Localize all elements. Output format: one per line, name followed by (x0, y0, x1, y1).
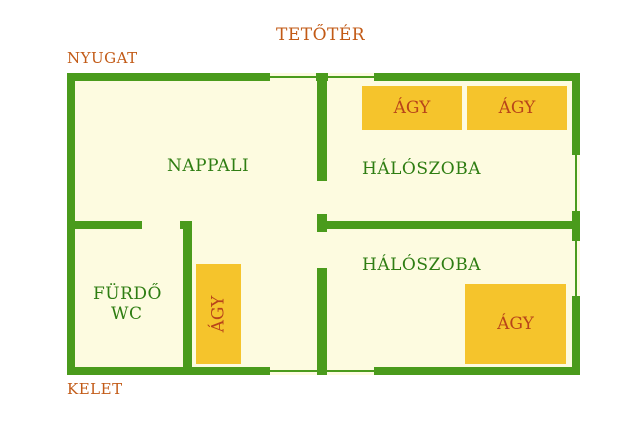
wall-living-bedroom-upper (317, 73, 327, 181)
wall-bottom-right (374, 367, 580, 375)
room-bedroom-top-label: HÁLÓSZOBA (362, 159, 481, 179)
wall-right-lower (572, 296, 580, 375)
bed-top-left: ÁGY (362, 86, 462, 130)
wall-bath-right (183, 221, 192, 375)
bed-top-right: ÁGY (467, 86, 567, 130)
compass-west-label: NYUGAT (67, 49, 138, 67)
window-top-left (270, 76, 316, 78)
window-right-upper (575, 155, 577, 211)
compass-top-label: TETŐTÉR (276, 25, 366, 45)
window-right-lower (575, 241, 577, 296)
compass-east-label: KELET (67, 380, 123, 398)
room-bedroom-bottom-label: HÁLÓSZOBA (362, 255, 481, 275)
bed-bottom-right: ÁGY (465, 284, 566, 364)
wall-bedroom-divider (317, 221, 580, 229)
wall-bath-top (67, 221, 142, 229)
wall-bottom-left (67, 367, 270, 375)
room-wc-label: WC (111, 304, 143, 324)
wall-right-upper (572, 73, 580, 155)
wall-top-left (67, 73, 270, 81)
room-bath-label: FÜRDŐ (93, 284, 162, 304)
room-living-label: NAPPALI (167, 156, 250, 176)
bed-vertical: ÁGY (196, 264, 241, 364)
wall-top-right (374, 73, 580, 81)
wall-living-bedroom-lower (317, 268, 327, 375)
window-top-mid (328, 76, 374, 78)
